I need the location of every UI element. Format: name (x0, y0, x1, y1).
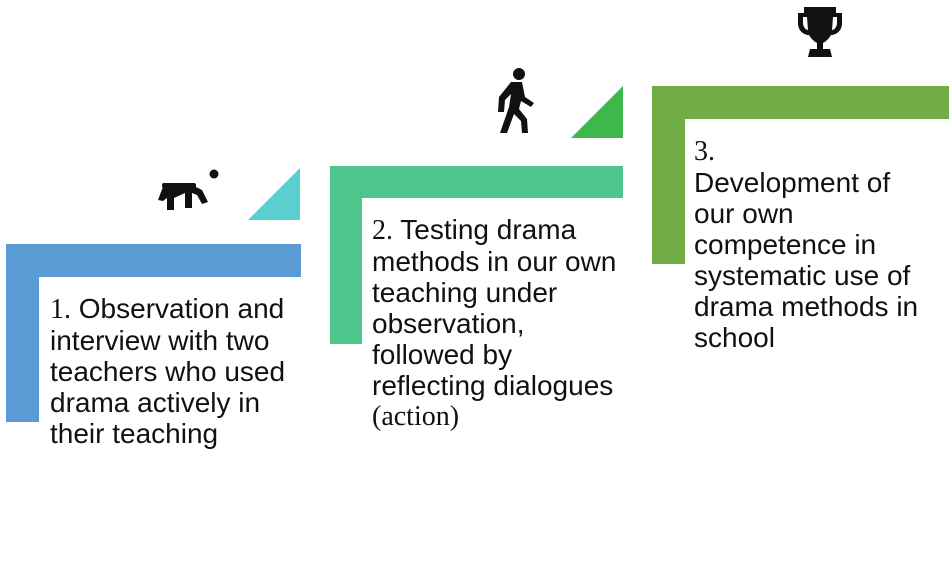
step1-description: Observation and interview with two teach… (50, 293, 286, 449)
step2-bar-left (330, 166, 362, 344)
step3-description: Development of our own competence in sys… (694, 167, 919, 353)
step3-text: 3. Development of our own competence in … (694, 136, 934, 353)
walking-person-icon (498, 68, 534, 133)
step2-text: 2. Testing drama methods in our own teac… (372, 214, 622, 432)
step2-bar-top (330, 166, 623, 198)
step2-description: Testing drama methods in our own teachin… (372, 214, 617, 401)
step2-number: 2. (372, 215, 393, 246)
step2-description-tail: (action) (372, 401, 460, 432)
step1-bar-top (6, 244, 301, 277)
step1-arrow-triangle (248, 168, 300, 220)
step1-number: 1. (50, 294, 71, 325)
step1-bar-left (6, 244, 39, 422)
trophy-icon (798, 7, 842, 57)
step3-bar-left (652, 86, 685, 264)
step2-arrow-triangle (571, 86, 623, 138)
step3-bar-top (652, 86, 949, 119)
step3-number: 3. (694, 136, 715, 167)
crouching-start-icon (158, 169, 219, 210)
step1-text: 1. Observation and interview with two te… (50, 293, 295, 449)
